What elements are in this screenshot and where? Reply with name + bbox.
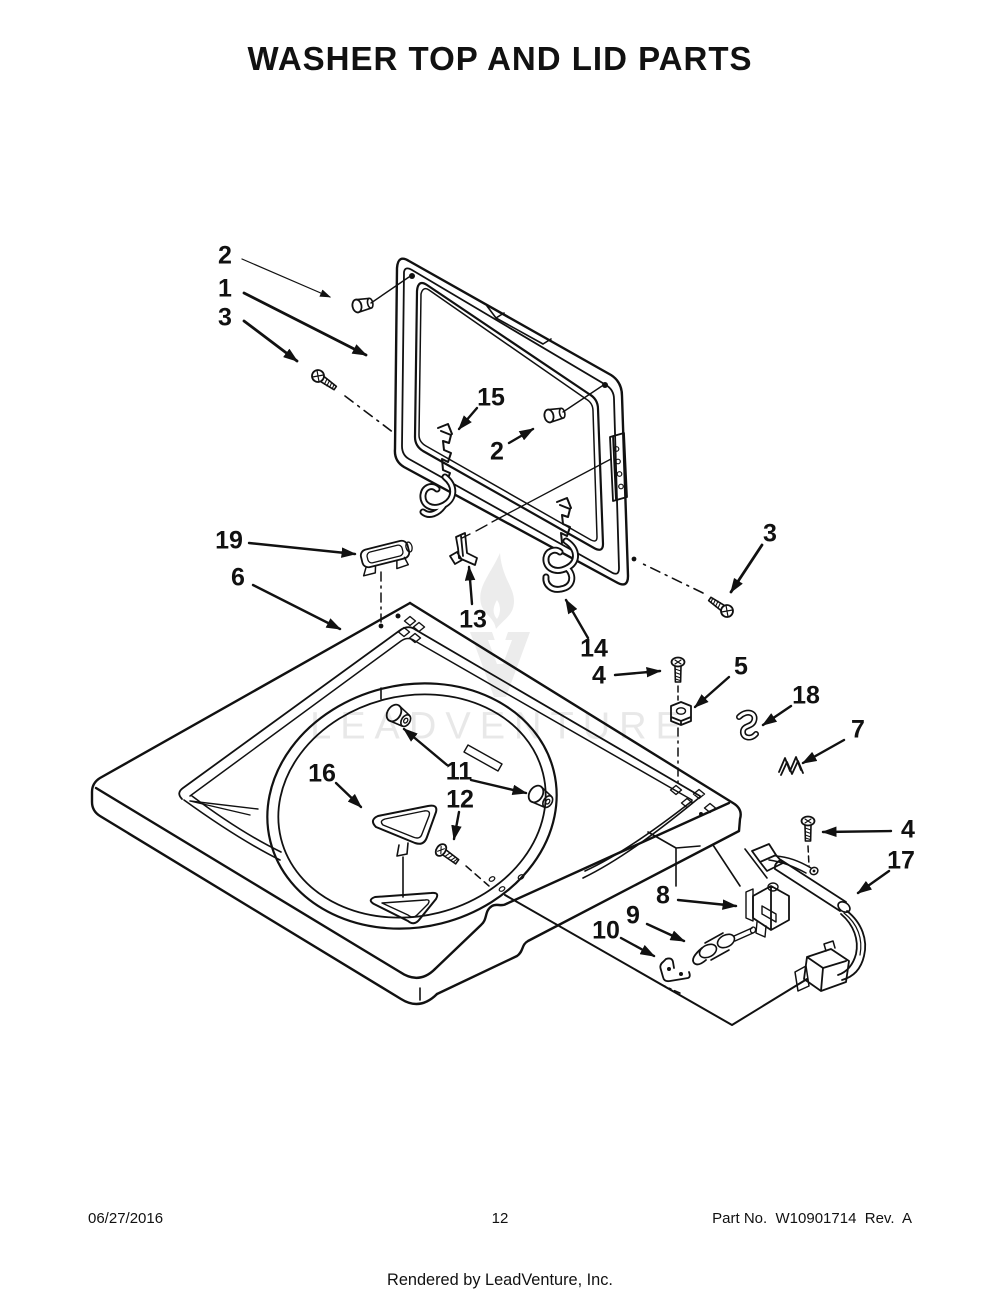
phantom-console — [504, 831, 808, 1026]
lid-hook-right — [461, 458, 612, 593]
watermark-logo — [470, 553, 530, 697]
clamp-19 — [359, 539, 413, 577]
page-title: WASHER TOP AND LID PARTS — [247, 40, 753, 77]
footer-part-number: Part No. W10901714 Rev. A — [712, 1210, 912, 1227]
screw-4-top — [670, 656, 686, 701]
wire-harness — [751, 843, 867, 992]
nut-5 — [670, 701, 692, 787]
lid-frame — [393, 257, 630, 586]
bracket-13 — [449, 532, 478, 566]
leader-lines — [241, 258, 893, 958]
clip-7 — [778, 756, 804, 776]
lid-bumper — [382, 701, 558, 813]
top-panel — [90, 601, 742, 1006]
screw-3 — [308, 366, 737, 621]
screw-4-bottom — [800, 815, 816, 867]
actuator-9 — [692, 926, 757, 966]
footer-date: 06/27/2016 — [88, 1210, 164, 1227]
hinge-pin — [350, 276, 603, 425]
bracket-10 — [659, 957, 691, 983]
latch-plate — [609, 432, 628, 502]
rendered-by-line: Rendered by LeadVenture, Inc. — [387, 1270, 613, 1289]
bleach-funnel — [369, 804, 439, 925]
clip-18 — [736, 709, 759, 741]
lid-switch — [745, 882, 790, 938]
footer-page-number: 12 — [491, 1210, 509, 1227]
screw-12 — [432, 841, 490, 887]
lid-hook-left — [419, 423, 457, 518]
